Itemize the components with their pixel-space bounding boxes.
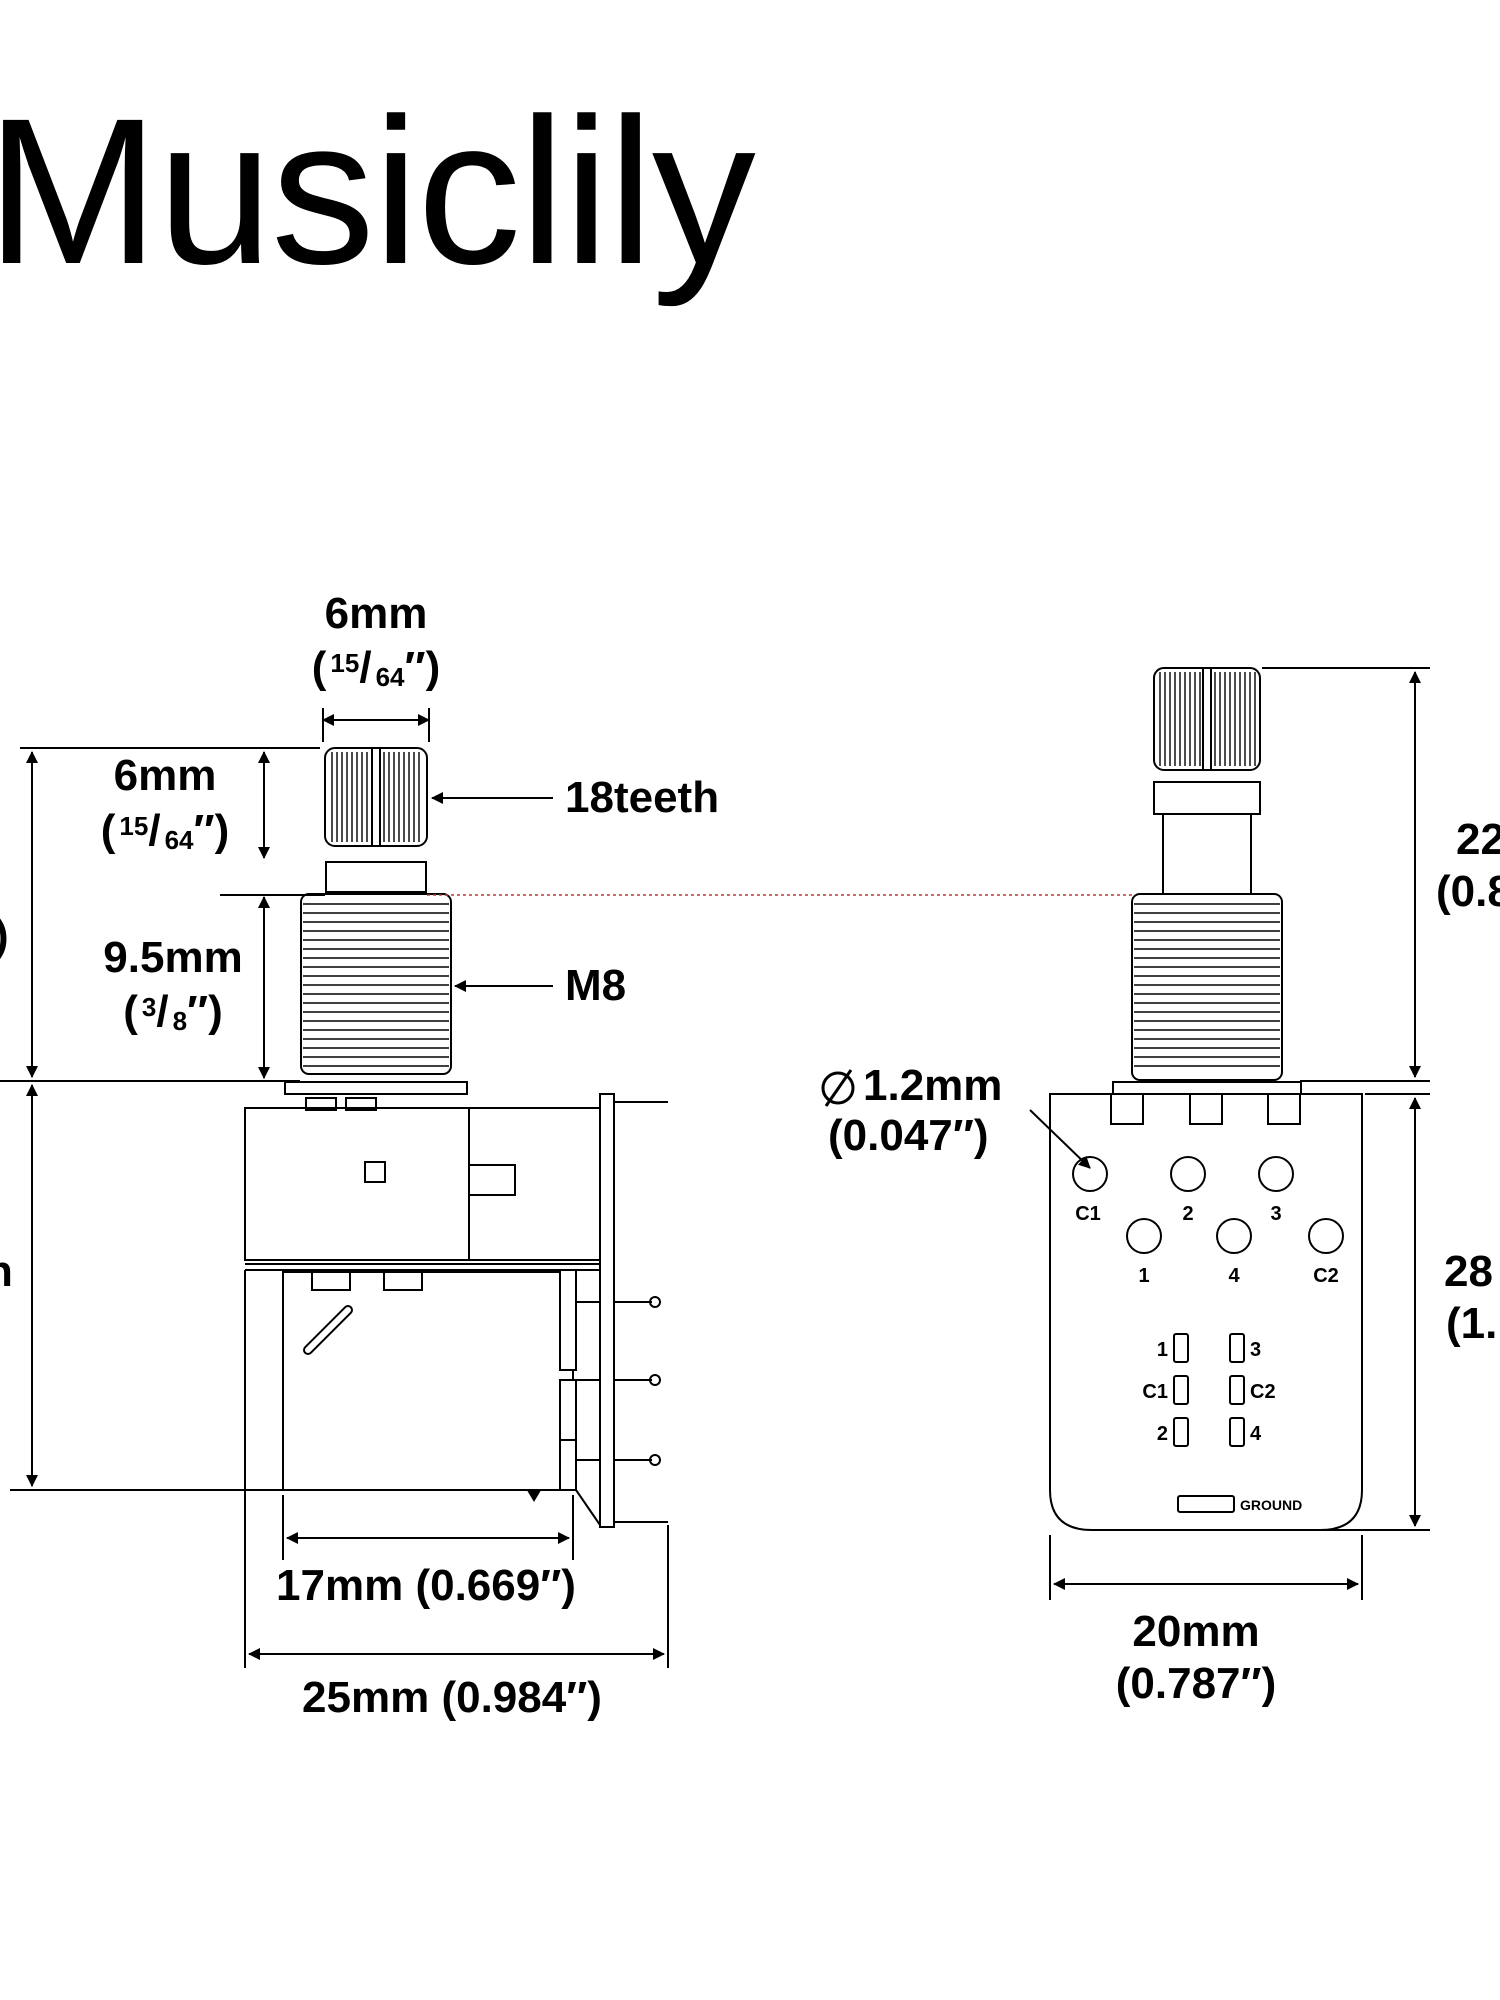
side-lower-body [282, 1271, 574, 1502]
ground-pad [1177, 1495, 1235, 1513]
side-view-labels: 6mm ( 15/ 64″) 6mm ( 15/ 64″) 18teeth 9.… [0, 589, 719, 1722]
left-partial-dimension-top: ) [0, 911, 9, 960]
side-pin-end-1 [649, 1296, 661, 1308]
contact-pad [1173, 1417, 1189, 1447]
hole-label: 3 [1270, 1203, 1281, 1225]
contact-pad [1229, 1333, 1245, 1363]
solder-hole [1308, 1218, 1344, 1254]
front-knurled-shaft [1153, 667, 1261, 771]
side-pin-end-3 [649, 1454, 661, 1466]
front-width-inch: (0.787″) [1116, 1659, 1277, 1708]
pad-label: C1 [1142, 1381, 1168, 1403]
side-knurled-shaft [324, 747, 428, 847]
side-collar [325, 861, 427, 893]
solder-hole [1258, 1156, 1294, 1192]
side-pin-end-2 [649, 1374, 661, 1386]
brand-title: Musiclily [0, 76, 756, 308]
hole-label: 2 [1182, 1203, 1193, 1225]
ground-label: GROUND [1240, 1497, 1302, 1513]
pad-label: 4 [1250, 1423, 1262, 1445]
solder-hole [1170, 1156, 1206, 1192]
pad-label: 2 [1157, 1423, 1168, 1445]
hole-label: 4 [1228, 1265, 1240, 1287]
thread-callout: M8 [565, 961, 626, 1010]
teeth-callout: 18teeth [565, 773, 719, 822]
side-upper-housing [244, 1097, 606, 1271]
front-flange [1112, 1081, 1302, 1095]
shaft-height-inch: ( 15/ 64″) [101, 806, 229, 855]
hole-label: C1 [1075, 1203, 1101, 1225]
pad-label: C2 [1250, 1381, 1276, 1403]
contact-pad [1173, 1375, 1189, 1405]
shaft-width-inch: ( 15/ 64″) [312, 643, 440, 692]
hole-diameter-leader [1029, 1109, 1091, 1169]
side-threaded-bushing [300, 893, 452, 1075]
total-depth-label: 25mm (0.984″) [302, 1673, 602, 1722]
side-view [244, 747, 1135, 1528]
diameter-symbol [821, 1071, 855, 1105]
shaft-width-mm: 6mm [325, 589, 428, 638]
hole-diameter-mm: 1.2mm [863, 1061, 1002, 1110]
front-width-mm: 20mm [1132, 1607, 1259, 1656]
front-collar [1153, 781, 1261, 815]
side-view-dimensions [0, 708, 669, 1668]
front-body-height-mm: 28 [1444, 1247, 1493, 1296]
solder-hole [1216, 1218, 1252, 1254]
front-view [1049, 667, 1363, 1531]
solder-hole [1126, 1218, 1162, 1254]
left-partial-dimension-mid: n [0, 1247, 13, 1296]
front-body-height-inch: (1. [1446, 1299, 1497, 1348]
front-view-dimensions [821, 667, 1430, 1600]
body-depth-label: 17mm (0.669″) [276, 1561, 576, 1610]
side-pcb-and-pins [559, 1093, 668, 1528]
hole-label: C2 [1313, 1265, 1339, 1287]
thread-height-mm: 9.5mm [103, 933, 242, 982]
hole-diameter-inch: (0.047″) [828, 1111, 989, 1160]
shaft-height-mm: 6mm [114, 751, 217, 800]
pad-label: 3 [1250, 1339, 1261, 1361]
pad-label: 1 [1157, 1339, 1168, 1361]
front-stem [1162, 813, 1252, 895]
contact-pad [1173, 1333, 1189, 1363]
front-threaded-bushing [1131, 893, 1283, 1081]
front-upper-height-inch: (0.8 [1436, 867, 1500, 916]
contact-pad [1229, 1417, 1245, 1447]
side-flange [284, 1081, 468, 1095]
hole-label: 1 [1138, 1265, 1149, 1287]
contact-pad [1229, 1375, 1245, 1405]
solder-hole [1072, 1156, 1108, 1192]
thread-height-inch: ( 3/ 8″) [123, 987, 223, 1036]
front-upper-height-mm: 22 [1456, 815, 1500, 864]
